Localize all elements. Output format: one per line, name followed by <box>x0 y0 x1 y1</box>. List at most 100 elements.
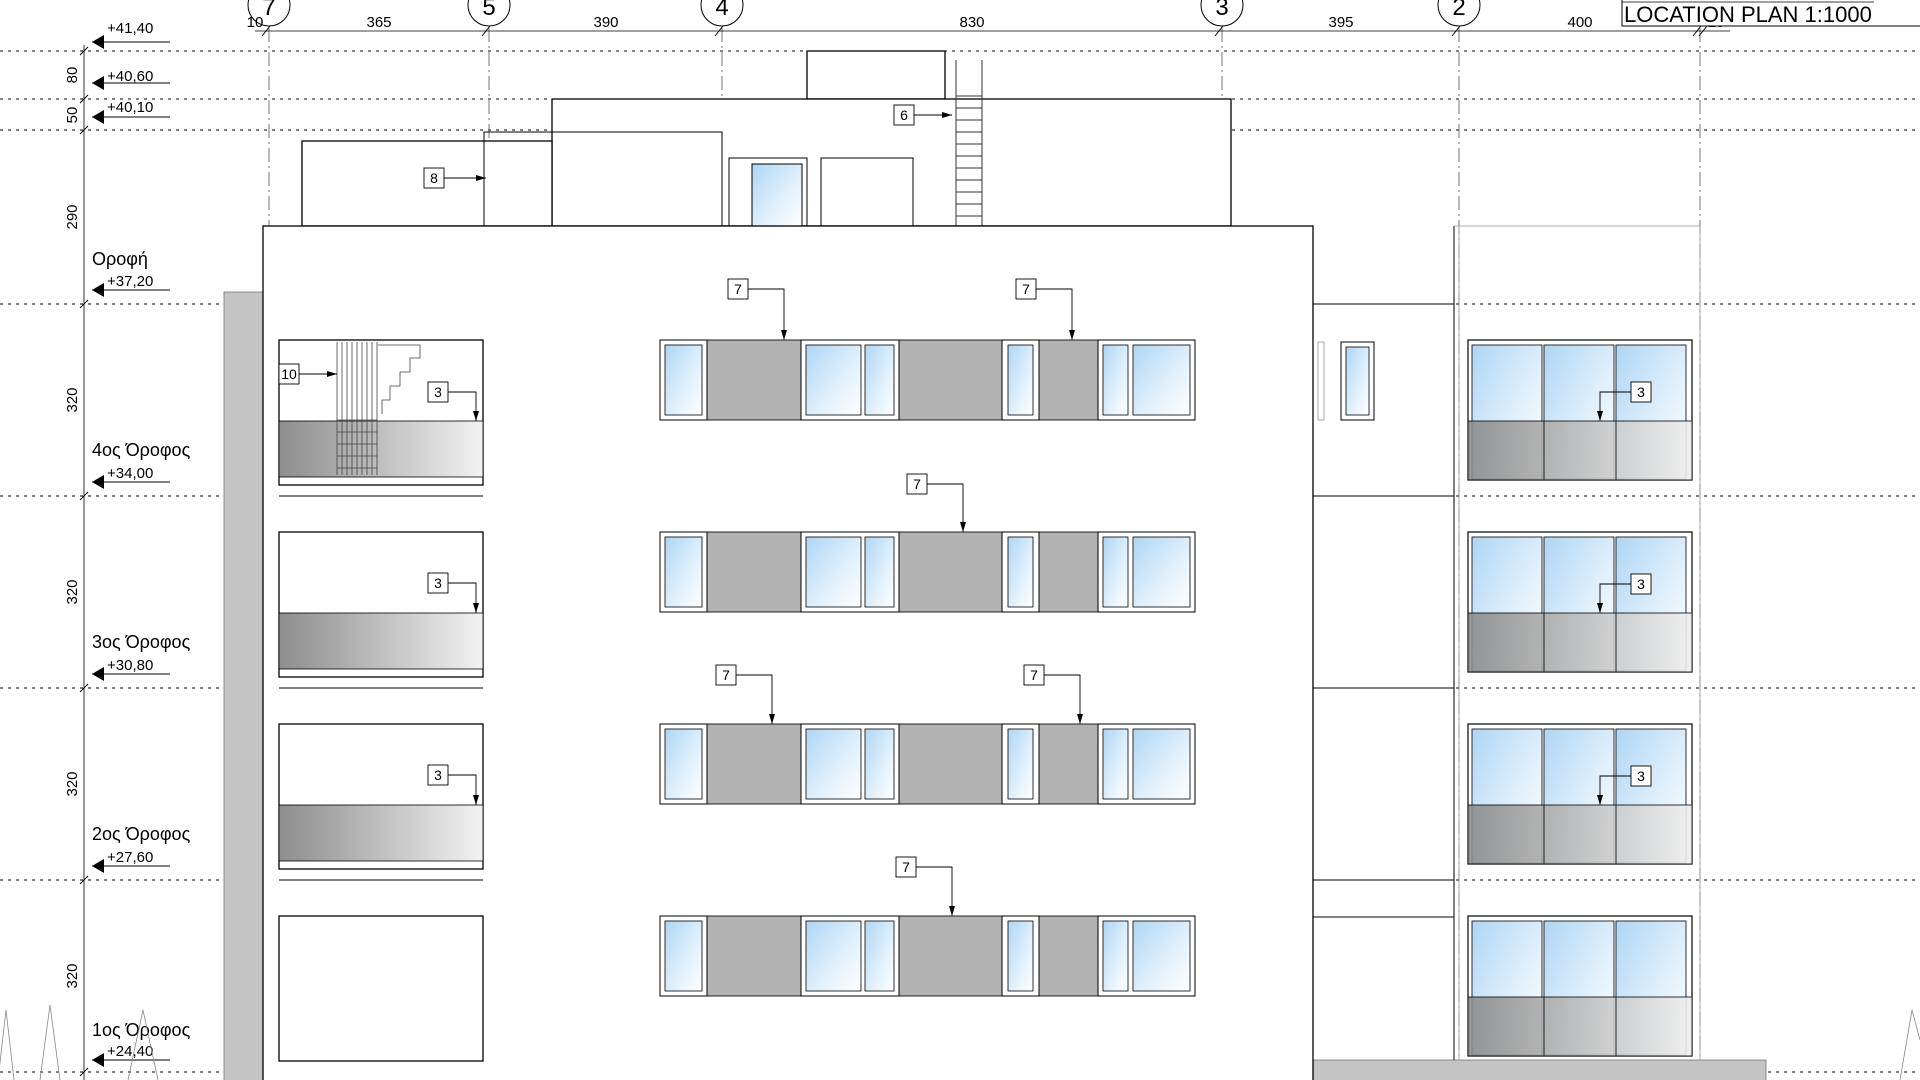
window-glass <box>805 536 862 608</box>
height-dim: 50 <box>64 107 81 124</box>
tag-number: 7 <box>734 281 742 297</box>
rooftop-block <box>551 98 1232 227</box>
axis-id: 5 <box>482 0 495 21</box>
tag: 7 <box>1023 664 1083 724</box>
tag: 8 <box>423 167 486 189</box>
window-glass <box>1102 344 1129 416</box>
tag: 7 <box>895 856 955 916</box>
window-glass <box>1102 536 1129 608</box>
height-dim: 320 <box>64 387 81 412</box>
dim-label: 10 <box>247 14 264 31</box>
tag-arrow <box>960 522 966 532</box>
window-glass <box>864 344 895 416</box>
tree-silhouettes <box>0 1004 1920 1080</box>
tag-arrow <box>473 795 479 805</box>
level-elevation: +37,20 <box>107 273 153 290</box>
tag: 7 <box>1015 278 1075 340</box>
tag-number: 7 <box>902 859 910 875</box>
axis-bubble <box>1200 0 1244 27</box>
tag: 7 <box>727 278 787 340</box>
location-plan-title: LOCATION PLAN 1:1000 <box>1621 0 1920 27</box>
window-glass <box>664 344 703 416</box>
level-marker: 3ος Όροφος +30,80 <box>92 632 191 681</box>
axis-bubble <box>247 0 291 27</box>
window-glass <box>1102 920 1129 992</box>
window-glass <box>1007 536 1034 608</box>
level-marker: +41,40 <box>92 20 170 49</box>
tag-number: 3 <box>434 384 442 400</box>
level-elevation: +27,60 <box>107 849 153 866</box>
window <box>659 915 708 997</box>
tag-arrow <box>949 906 955 916</box>
right-wing <box>1313 225 1701 1060</box>
level-marker: Οροφή +37,20 <box>92 249 170 297</box>
axis-bubble <box>1437 0 1481 27</box>
window <box>1001 531 1040 613</box>
level-elevation: +41,40 <box>107 20 153 37</box>
window-bands <box>659 339 1196 997</box>
tag-number: 3 <box>1637 768 1645 784</box>
tag-number: 7 <box>913 476 921 492</box>
level-elevation: +34,00 <box>107 465 153 482</box>
balcony <box>1467 915 1693 1057</box>
level-name: Οροφή <box>92 249 148 269</box>
balcony-railing <box>278 804 484 862</box>
window-glass <box>864 536 895 608</box>
window <box>659 723 708 805</box>
level-marker: 2ος Όροφος +27,60 <box>92 824 191 873</box>
window-glass <box>1132 920 1191 992</box>
tag: 6 <box>893 104 952 126</box>
tag-arrow <box>1597 411 1603 421</box>
spiral-stair <box>336 342 421 475</box>
window <box>800 723 900 805</box>
right-balcony-column <box>1467 339 1693 1057</box>
level-elevation: +40,10 <box>107 99 153 116</box>
height-dim: 320 <box>64 963 81 988</box>
tag-leader <box>1036 288 1073 340</box>
tag: 3 <box>427 381 479 421</box>
window-glass <box>864 920 895 992</box>
tag-number: 3 <box>1637 576 1645 592</box>
balcony <box>278 723 484 881</box>
window <box>800 531 900 613</box>
axis-dimensions: 10 365 390 830 395 400 10 <box>247 14 1725 31</box>
axis-id: 4 <box>715 0 728 21</box>
tag-leader <box>748 288 785 340</box>
window-band <box>659 531 1196 613</box>
tag: 3 <box>1597 573 1652 613</box>
tag-arrow <box>476 175 486 181</box>
window <box>1001 723 1040 805</box>
balcony <box>278 915 484 1062</box>
tag-arrow <box>1077 714 1083 724</box>
rooftop-block <box>806 50 946 100</box>
balcony <box>1467 531 1693 673</box>
tag-number: 8 <box>430 170 438 186</box>
axis-bubble <box>467 0 511 27</box>
rooftop-structures <box>301 50 1232 227</box>
window-glass <box>1102 728 1129 800</box>
tag-arrow <box>473 603 479 613</box>
rooftop-door-glass <box>751 163 803 227</box>
axis-bubble <box>700 0 744 27</box>
balcony <box>278 339 484 497</box>
window <box>659 339 708 421</box>
window <box>1001 915 1040 997</box>
ground-slab <box>1311 1059 1767 1080</box>
level-name: 3ος Όροφος <box>92 632 191 652</box>
window-band <box>659 915 1196 997</box>
level-name: 2ος Όροφος <box>92 824 191 844</box>
window-glass <box>664 728 703 800</box>
height-dim: 320 <box>64 579 81 604</box>
level-marker: 1ος Όροφος +24,40 <box>92 1020 191 1067</box>
dim-label: 365 <box>366 14 391 31</box>
height-dim: 80 <box>64 67 81 84</box>
window-glass <box>1132 728 1191 800</box>
balcony-frame <box>278 915 484 1062</box>
window-glass <box>864 728 895 800</box>
level-markers: +41,40 +40,60 +40,10 Οροφή +37,20 4ος Όρ… <box>92 20 191 1067</box>
window-glass <box>1007 728 1034 800</box>
level-elevation: +40,60 <box>107 68 153 85</box>
balcony-railing <box>1467 612 1693 673</box>
